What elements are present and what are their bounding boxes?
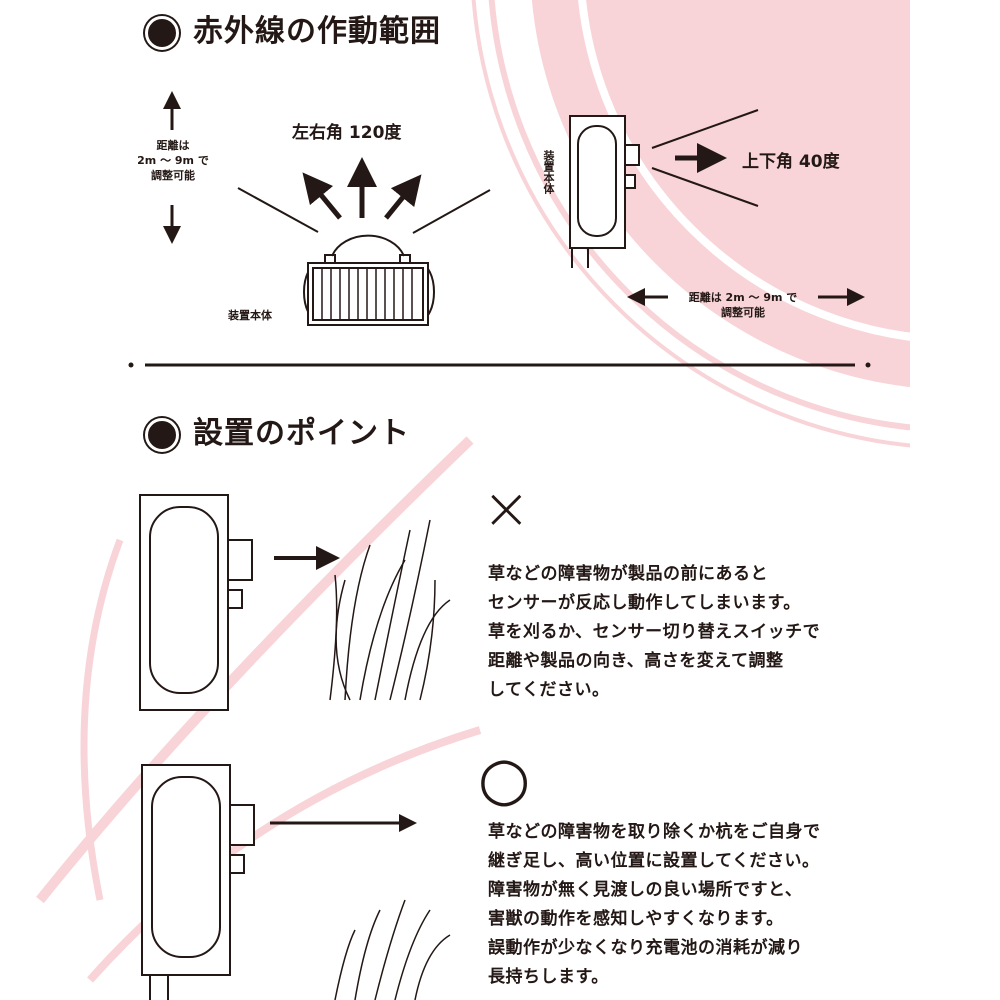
bullet-icon: [145, 15, 179, 50]
section-title-installation-points: 設置のポイント: [145, 408, 410, 452]
section-title-detection-range: 赤外線の作動範囲: [145, 6, 441, 50]
bad-placement-text: 草などの障害物が製品の前にあると センサーが反応し動作してしまいます。 草を刈る…: [488, 564, 821, 700]
good-mark-icon: ○: [478, 744, 531, 814]
horizontal-angle-label: 左右角 120度: [292, 123, 402, 143]
device-label-vertical: 装置本体: [542, 150, 555, 194]
good-placement-drawing: [141, 764, 451, 1000]
device-label: 装置本体: [228, 309, 272, 322]
bad-mark-icon: ×: [482, 474, 531, 542]
grass-icon: [329, 519, 451, 701]
bad-placement-drawing: [139, 494, 451, 711]
good-placement-text: 草などの障害物を取り除くか杭をご自身で 継ぎ足し、高い位置に設置してください。 …: [488, 822, 821, 987]
horizontal-device-drawing: [237, 157, 491, 326]
section-divider: [128, 362, 871, 368]
vertical-device-drawing: [569, 109, 865, 306]
pink-wave-decoration: [36, 0, 1000, 1000]
distance-label-left: 距離は 2m ～ 9m で 調整可能: [137, 139, 209, 182]
vertical-angle-label: 上下角 40度: [742, 152, 840, 172]
distance-label-bottom: 距離は 2m ～ 9m で 調整可能: [688, 291, 798, 319]
grass-icon: [334, 899, 451, 1000]
bullet-icon: [145, 417, 179, 452]
